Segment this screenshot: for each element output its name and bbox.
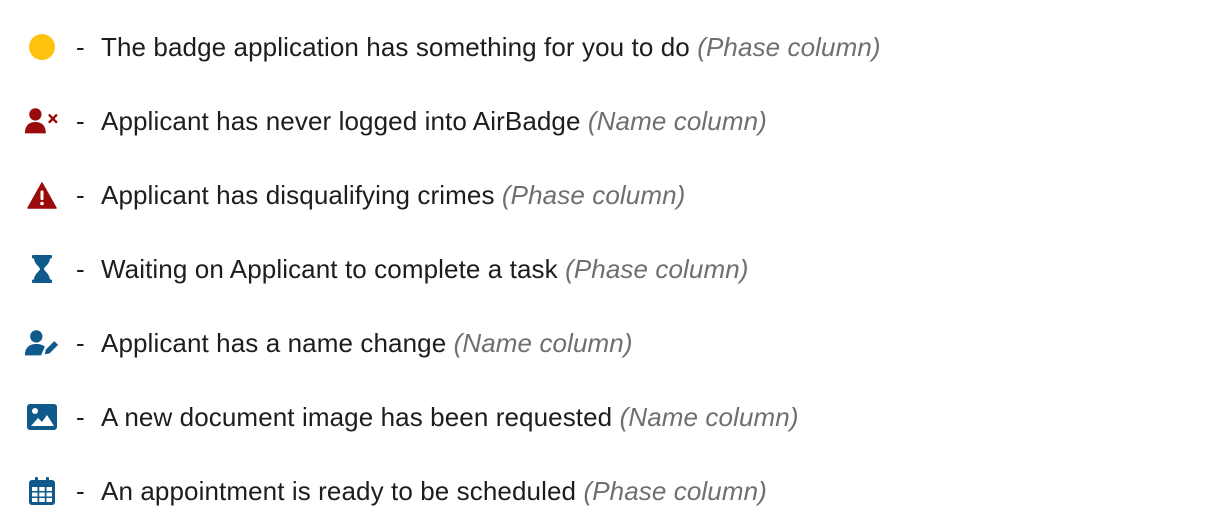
legend-column-note: (Phase column) <box>565 253 749 284</box>
separator: - <box>76 475 85 506</box>
separator: - <box>76 401 85 432</box>
separator: - <box>76 105 85 136</box>
legend-column-note: (Phase column) <box>697 31 881 62</box>
yellow-dot-icon <box>24 29 60 65</box>
legend-column-note: (Phase column) <box>501 179 686 210</box>
separator: - <box>76 253 85 284</box>
legend-description: Waiting on Applicant to complete a task … <box>101 253 749 284</box>
user-edit-icon <box>24 325 60 361</box>
user-x-icon <box>24 103 60 139</box>
hourglass-icon <box>24 251 60 287</box>
warning-triangle-icon <box>24 177 60 213</box>
legend-description: The badge application has something for … <box>101 31 881 62</box>
legend-description: An appointment is ready to be scheduled … <box>101 475 767 506</box>
image-icon <box>24 399 60 435</box>
calendar-icon <box>24 473 60 509</box>
legend-description: A new document image has been requested … <box>101 401 799 432</box>
legend-column-note: (Name column) <box>587 105 767 136</box>
legend-column-note: (Name column) <box>453 327 633 358</box>
legend-description: Applicant has a name change (Name column… <box>101 327 633 358</box>
legend-column-note: (Phase column) <box>583 475 767 506</box>
separator: - <box>76 327 85 358</box>
separator: - <box>76 31 85 62</box>
legend-column-note: (Name column) <box>619 401 799 432</box>
legend-description: Applicant has disqualifying crimes (Phas… <box>101 179 686 210</box>
legend-description: Applicant has never logged into AirBadge… <box>101 105 767 136</box>
separator: - <box>76 179 85 210</box>
